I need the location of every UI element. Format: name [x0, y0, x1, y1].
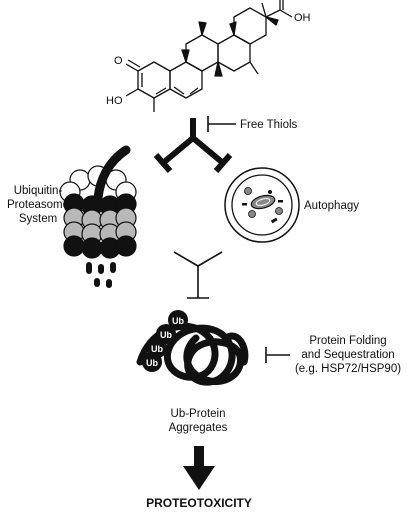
- autophagy-label: Autophagy: [304, 200, 359, 212]
- carboxyl-oh-text: OH: [294, 12, 311, 24]
- folding-inhibitor-bar: [265, 347, 290, 363]
- dual-inhibition-arrow: [153, 118, 233, 173]
- folding-label-line-1: Protein Folding: [309, 335, 387, 347]
- proteasome-icon: [59, 145, 137, 259]
- proteotoxicity-arrow: [183, 446, 215, 490]
- folding-label-line-2: and Sequestration: [301, 349, 395, 361]
- autophagosome-icon: [224, 167, 300, 243]
- ub-tag-2: Ub: [160, 330, 172, 340]
- ups-label-line-3: System: [18, 213, 58, 225]
- ups-label-line-1: Ubiquitin-: [13, 185, 63, 197]
- ubiquitin-tags: [142, 310, 188, 372]
- peptide-fragments: [86, 262, 116, 288]
- carbonyl-o-text: O: [114, 55, 123, 67]
- triterpenoid-structure: [125, 0, 293, 112]
- aggregates-label: Ub-Protein Aggregates: [148, 407, 248, 435]
- free-thiols-label: Free Thiols: [240, 119, 298, 131]
- ups-label: Ubiquitin- Proteasome System: [2, 184, 74, 226]
- aggregates-label-line-2: Aggregates: [168, 422, 228, 434]
- folding-label: Protein Folding and Sequestration (e.g. …: [290, 334, 406, 376]
- ub-tag-3: Ub: [151, 344, 163, 354]
- convergence-inhibitor: [173, 251, 223, 299]
- folding-label-line-3: (e.g. HSP72/HSP90): [294, 363, 402, 375]
- ub-tag-4: Ub: [146, 358, 158, 368]
- free-thiols-inhibitor-bar: [207, 116, 236, 132]
- proteotoxicity-label: PROTEOTOXICITY: [146, 496, 252, 510]
- ups-label-line-2: Proteasome: [6, 199, 69, 211]
- aggregates-label-line-1: Ub-Protein: [170, 408, 226, 420]
- ub-protein-aggregate-icon: [136, 322, 249, 386]
- hydroxyl-ho-text: HO: [106, 95, 123, 107]
- ub-tag-1: Ub: [172, 316, 184, 326]
